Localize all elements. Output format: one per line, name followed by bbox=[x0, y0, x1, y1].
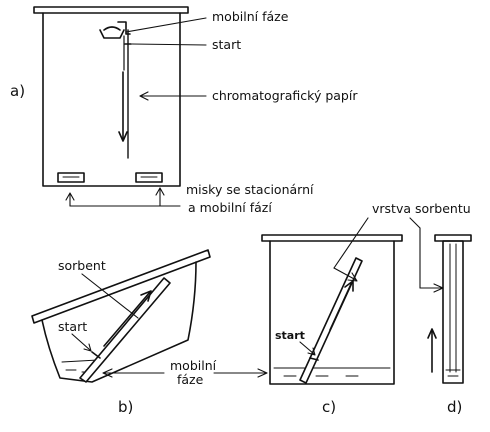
sorbent-plate-c bbox=[299, 257, 363, 384]
leader-start-b bbox=[71, 333, 92, 352]
tank-lid-c bbox=[261, 234, 403, 242]
flow-arrow-down bbox=[118, 71, 128, 142]
panel-label-a: a) bbox=[10, 82, 25, 100]
column-cap-d bbox=[434, 234, 472, 242]
leader-mobile-phase bbox=[125, 17, 207, 33]
leader-start-c bbox=[299, 341, 316, 356]
column-tube-d bbox=[442, 240, 464, 384]
dish-right bbox=[135, 172, 163, 183]
panel-label-b: b) bbox=[118, 398, 133, 416]
label-dishes-line1: misky se stacionární bbox=[186, 182, 314, 197]
start-mark-b bbox=[91, 351, 101, 359]
label-chromatographic-paper: chromatografický papír bbox=[212, 88, 358, 103]
label-start-a: start bbox=[212, 37, 241, 52]
label-start-b: start bbox=[58, 319, 87, 334]
mobile-phase-trough bbox=[99, 21, 131, 39]
dishes-bracket bbox=[65, 187, 181, 207]
start-mark-c bbox=[309, 357, 319, 361]
tank-lid-a bbox=[33, 6, 189, 14]
apparatus-b bbox=[31, 249, 211, 383]
tank-walls-c bbox=[269, 240, 395, 385]
label-mobile-phase-bottom-1: mobilní bbox=[170, 358, 217, 373]
mobile-phase-c bbox=[273, 367, 391, 377]
flow-arrow-b bbox=[103, 290, 152, 347]
label-mobile-phase-top: mobilní fáze bbox=[212, 9, 289, 24]
label-start-c: start bbox=[275, 329, 305, 342]
apparatus-a bbox=[33, 6, 207, 207]
apparatus-d bbox=[427, 234, 472, 384]
tank-walls-a bbox=[42, 12, 181, 187]
mobile-phase-d bbox=[445, 369, 461, 377]
flow-arrow-d bbox=[427, 328, 437, 373]
apparatus-c bbox=[261, 234, 403, 385]
sorbent-plate-b bbox=[79, 277, 171, 383]
panel-label-c: c) bbox=[322, 398, 336, 416]
leader-sorbent-layer bbox=[333, 217, 444, 293]
tank-lid-b bbox=[31, 249, 211, 324]
leader-paper bbox=[139, 91, 207, 101]
leader-mobile-phase-bottom bbox=[102, 368, 268, 378]
label-dishes-line2: a mobilní fází bbox=[188, 200, 272, 215]
leader-start bbox=[131, 43, 207, 46]
dish-left bbox=[57, 172, 85, 183]
label-sorbent-b: sorbent bbox=[58, 258, 106, 273]
leader-sorbent-b bbox=[81, 273, 139, 319]
label-mobile-phase-bottom-2: fáze bbox=[177, 372, 204, 387]
tank-walls-b bbox=[41, 261, 197, 383]
panel-label-d: d) bbox=[447, 398, 462, 416]
label-sorbent-layer: vrstva sorbentu bbox=[372, 201, 471, 216]
